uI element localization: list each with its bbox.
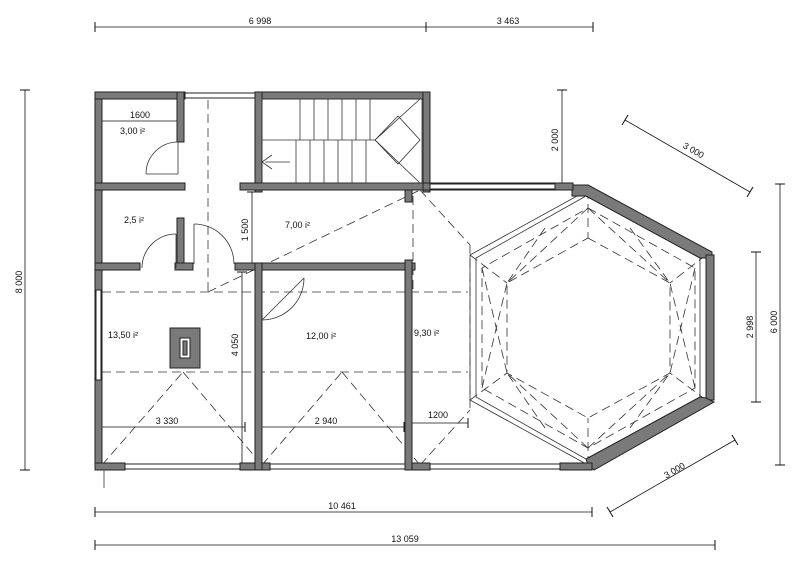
dim-top-right: 3 463 — [497, 16, 520, 26]
dim-diag-bottom: 3 000 — [662, 460, 687, 480]
dim-top-left: 6 998 — [249, 16, 272, 26]
dim-room-1200: 1200 — [428, 410, 448, 420]
roof-lines — [101, 100, 471, 466]
dim-vertical-1500: 1 500 — [240, 219, 250, 242]
room-area-2: 2,5 i² — [124, 215, 144, 225]
walls — [94, 91, 593, 471]
dim-bottom-inner: 10 461 — [328, 501, 356, 511]
dimension-lines — [20, 22, 785, 550]
dim-left-total: 8 000 — [14, 271, 24, 294]
room-area-5: 12,00 i² — [306, 331, 336, 341]
windows — [95, 92, 561, 470]
dim-stair-height: 2 000 — [550, 129, 560, 152]
dim-room-3330: 3 330 — [156, 416, 179, 426]
dim-room-1600: 1600 — [130, 110, 150, 120]
doors — [141, 141, 305, 321]
staircase — [261, 98, 423, 184]
dim-room-2940: 2 940 — [315, 416, 338, 426]
dim-right-total: 6 000 — [769, 311, 779, 334]
dim-right-inner: 2 998 — [745, 316, 755, 339]
dim-vertical-4050: 4 050 — [230, 334, 240, 357]
hexagon-gazebo — [469, 184, 716, 471]
dim-bottom-total: 13 059 — [391, 534, 419, 544]
room-area-6: 9,30 i² — [414, 328, 439, 338]
room-labels: 3,00 i² 2,5 i² 7,00 i² 13,50 i² 12,00 i²… — [108, 126, 439, 341]
room-area-3: 7,00 i² — [285, 220, 310, 230]
room-area-1: 3,00 i² — [120, 126, 145, 136]
dim-diag-top: 3 000 — [681, 140, 706, 160]
room-area-4: 13,50 i² — [108, 330, 138, 340]
